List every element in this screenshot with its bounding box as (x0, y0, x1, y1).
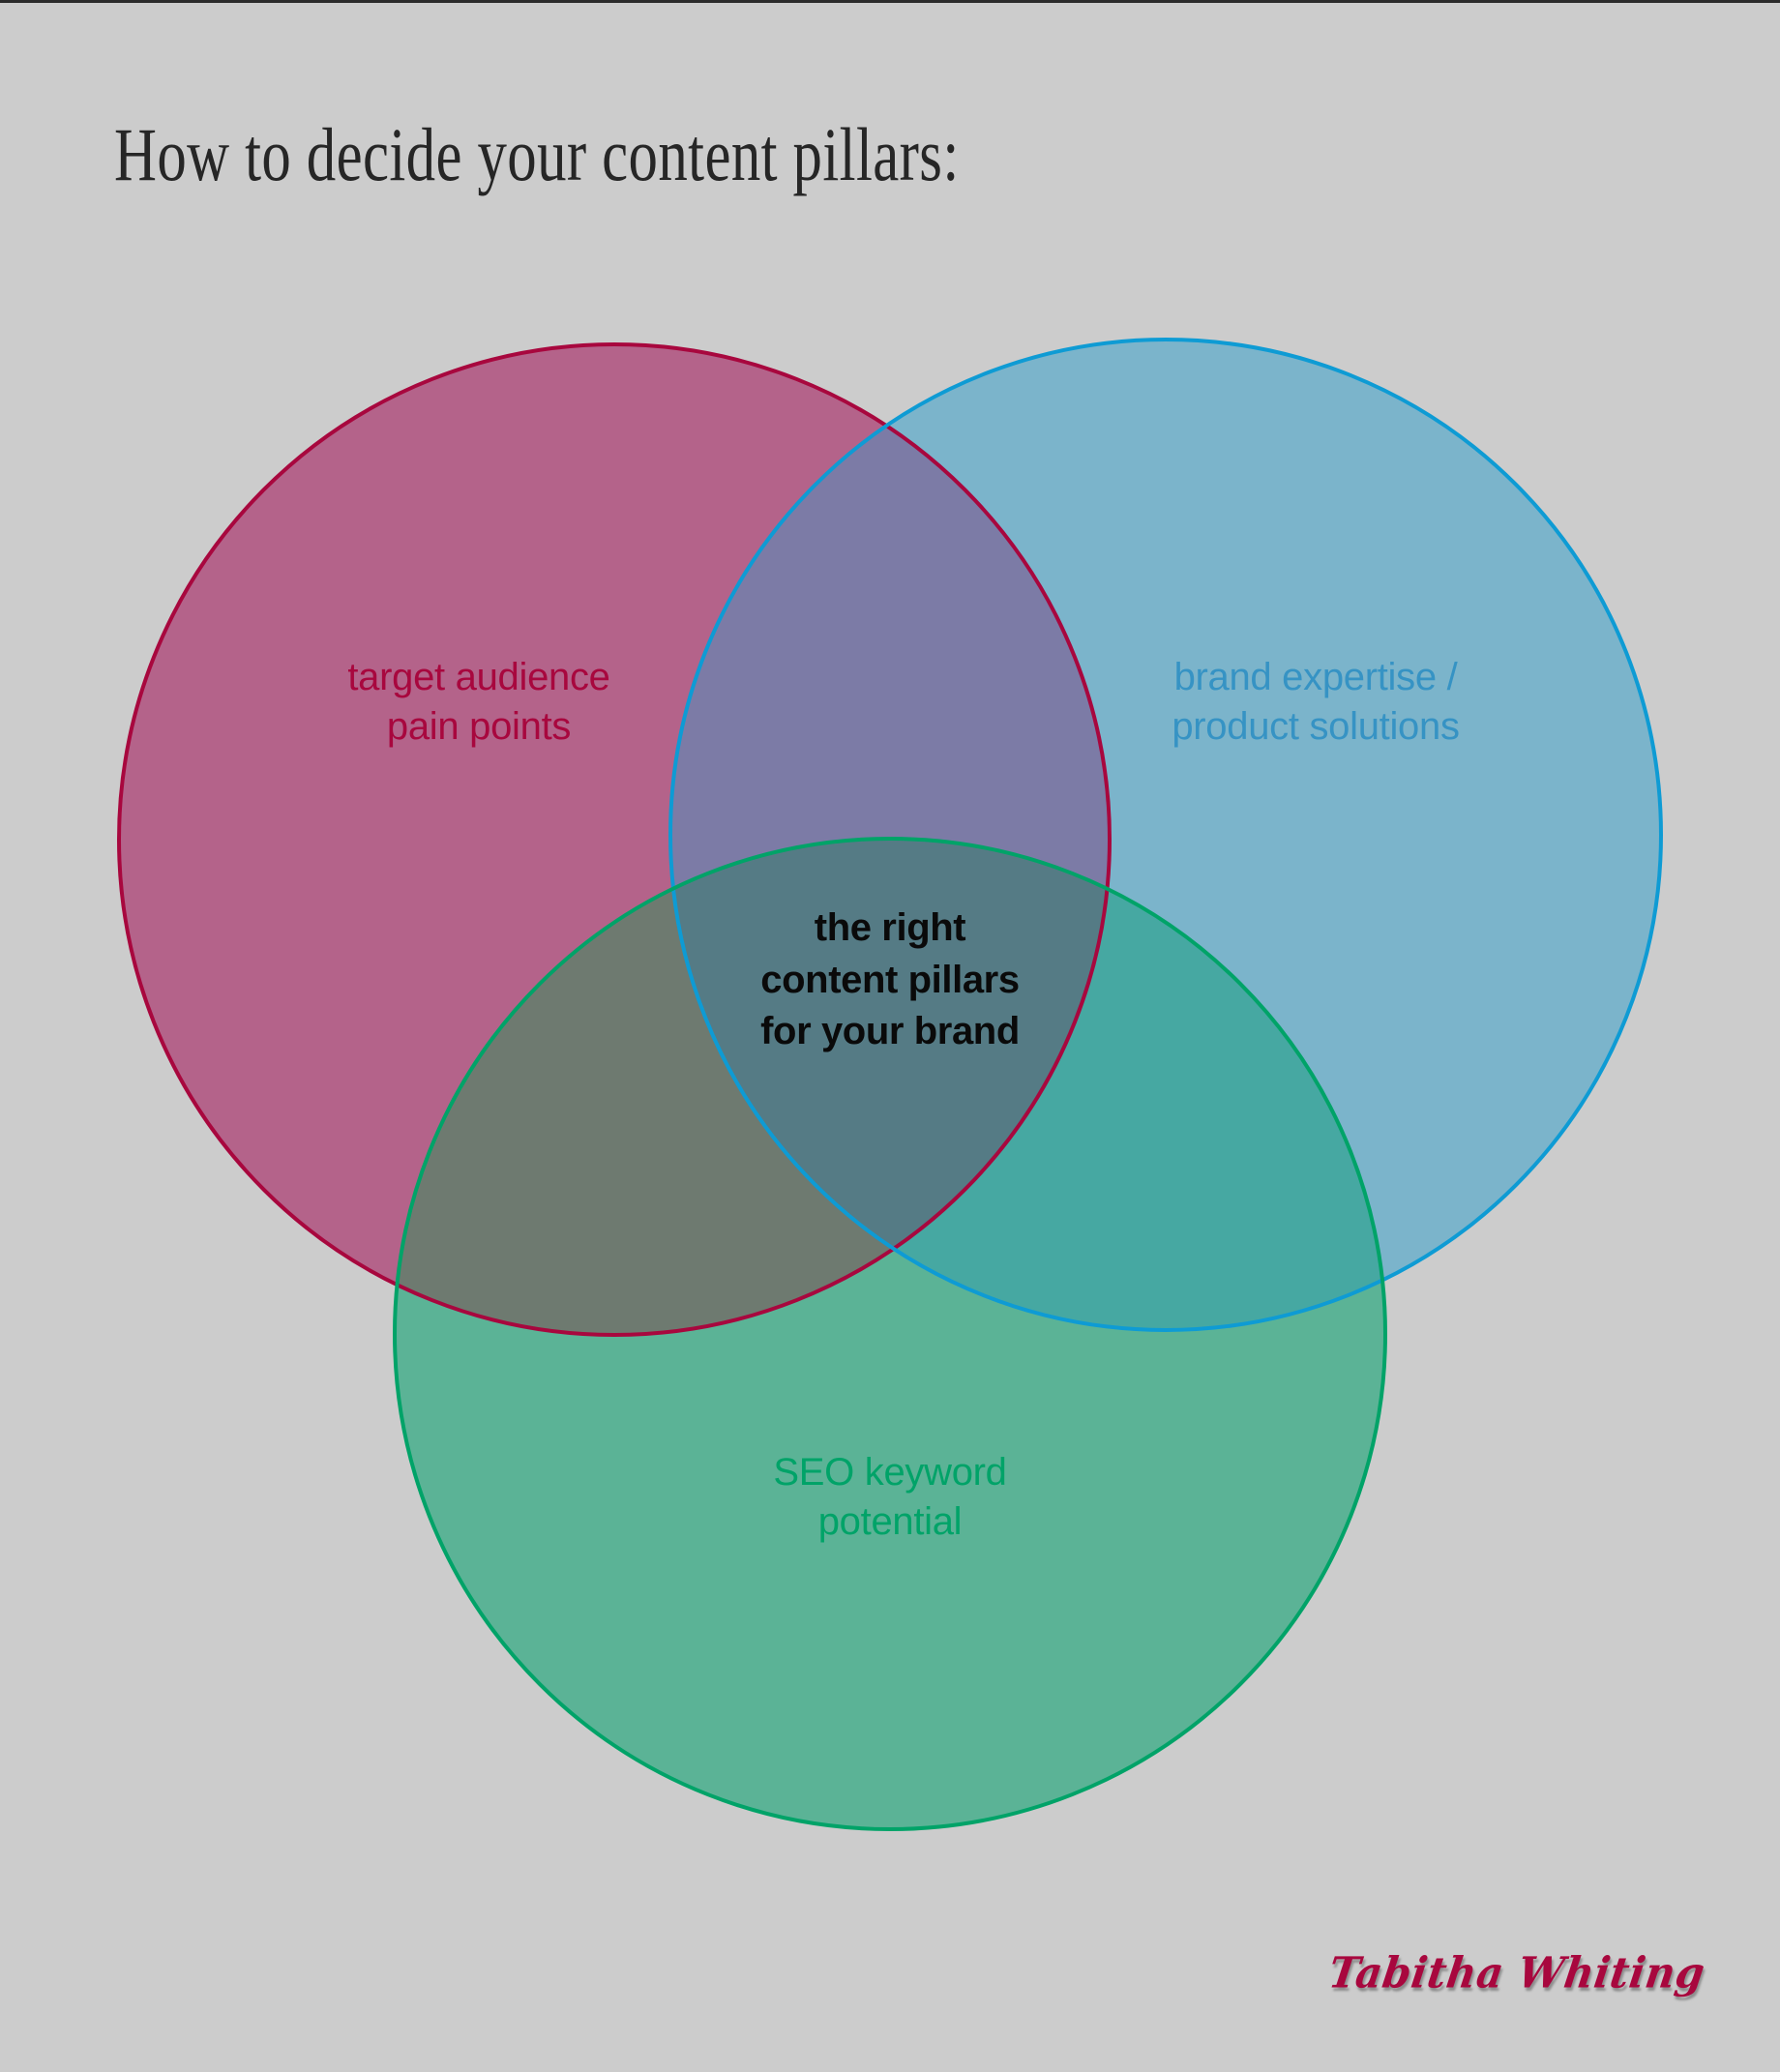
page-title: How to decide your content pillars: (114, 112, 960, 196)
venn-center-label: the right content pillars for your brand (760, 906, 1020, 1053)
circle-label-brand-expertise: brand expertise / product solutions (1172, 656, 1460, 749)
circle-label-target-audience: target audience pain points (347, 656, 610, 749)
venn-diagram (117, 338, 1663, 1831)
circle-outline-seo-keyword (393, 837, 1387, 1831)
circle-label-seo-keyword: SEO keyword potential (773, 1451, 1007, 1544)
circle-outline-brand-expertise (668, 338, 1663, 1332)
circle-outline-target-audience (117, 342, 1112, 1337)
author-signature: Tabitha Whiting (1325, 1947, 1708, 1998)
overlap-blue-green (670, 839, 1385, 1330)
